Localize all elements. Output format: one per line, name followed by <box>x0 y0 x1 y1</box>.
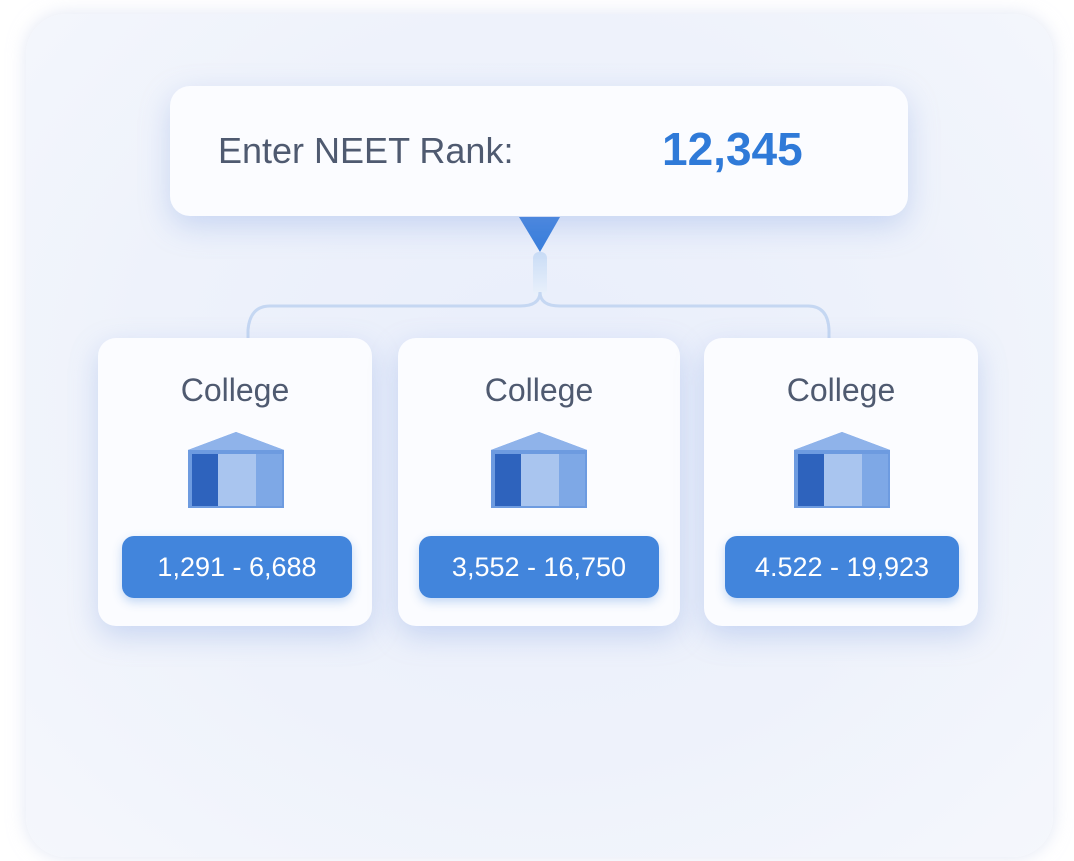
rank-range-badge: 4.522 - 19,923 <box>725 536 959 598</box>
college-card[interactable]: College 1,291 - 6,688 <box>98 338 372 626</box>
building-icon <box>794 432 890 508</box>
rank-input-label: Enter NEET Rank: <box>218 130 514 171</box>
college-card[interactable]: College 4.522 - 19,923 <box>704 338 978 626</box>
college-title: College <box>180 372 290 408</box>
rank-input-card[interactable]: Enter NEET Rank: 12,345 <box>170 86 908 216</box>
rank-range-badge: 3,552 - 16,750 <box>419 536 659 598</box>
college-title: College <box>786 372 896 408</box>
rank-input-value[interactable]: 12,345 <box>662 123 803 175</box>
college-card[interactable]: College 3,552 - 16,750 <box>398 338 680 626</box>
building-icon <box>188 432 284 508</box>
rank-range-badge: 1,291 - 6,688 <box>122 536 352 598</box>
building-icon <box>491 432 587 508</box>
college-title: College <box>484 372 594 408</box>
